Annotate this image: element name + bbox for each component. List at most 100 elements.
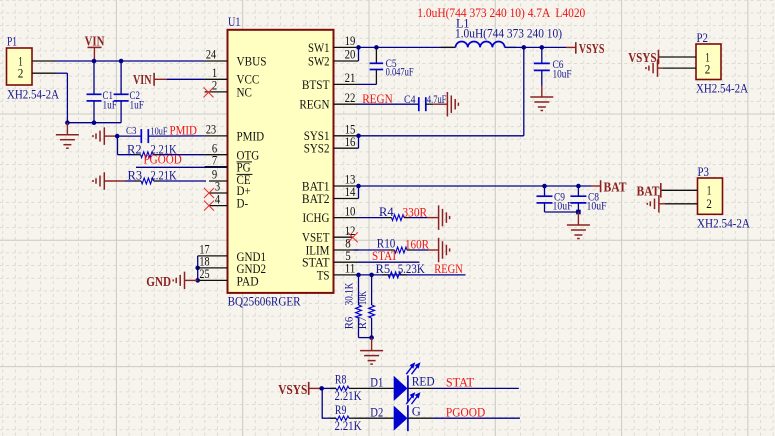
svg-text:SYS1: SYS1: [304, 128, 330, 143]
svg-text:REGN: REGN: [362, 91, 393, 106]
svg-text:10: 10: [345, 204, 356, 218]
svg-text:22: 22: [345, 91, 356, 105]
svg-text:330R: 330R: [403, 206, 428, 220]
svg-text:BAT2: BAT2: [302, 191, 330, 206]
svg-text:GND1: GND1: [237, 249, 267, 264]
svg-text:160R: 160R: [405, 238, 430, 252]
svg-text:C2: C2: [130, 90, 141, 102]
svg-text:R7: R7: [355, 317, 369, 330]
svg-text:R6: R6: [342, 317, 356, 330]
svg-text:SW2: SW2: [308, 53, 330, 68]
svg-text:12: 12: [345, 224, 356, 238]
svg-text:RED: RED: [412, 375, 435, 389]
svg-text:BQ25606RGER: BQ25606RGER: [228, 294, 301, 309]
svg-text:5: 5: [345, 249, 351, 263]
svg-text:U1: U1: [228, 14, 240, 29]
svg-text:1: 1: [212, 66, 217, 80]
svg-text:TS: TS: [317, 267, 330, 282]
svg-text:VSYS: VSYS: [579, 41, 605, 56]
svg-text:STAT: STAT: [446, 375, 474, 390]
svg-text:C8: C8: [588, 191, 599, 203]
svg-text:R4: R4: [379, 205, 394, 219]
svg-text:10uF: 10uF: [587, 200, 607, 212]
svg-text:2.21K: 2.21K: [335, 389, 362, 403]
svg-text:2: 2: [18, 67, 24, 81]
svg-text:C3: C3: [126, 125, 137, 137]
svg-text:17: 17: [199, 243, 209, 257]
svg-text:C4: C4: [404, 92, 416, 106]
svg-text:2.21K: 2.21K: [335, 419, 362, 433]
svg-text:24: 24: [206, 48, 217, 62]
svg-text:OTG: OTG: [237, 147, 260, 162]
svg-text:18: 18: [199, 255, 209, 269]
svg-text:16: 16: [345, 135, 356, 149]
svg-text:C1: C1: [103, 90, 114, 102]
svg-text:XH2.54-2A: XH2.54-2A: [696, 81, 749, 96]
svg-text:2.21K: 2.21K: [151, 168, 177, 182]
svg-text:15: 15: [345, 123, 356, 137]
svg-text:VBUS: VBUS: [237, 53, 267, 68]
svg-text:PMID: PMID: [237, 128, 265, 143]
svg-text:VSYS: VSYS: [628, 50, 656, 65]
svg-text:NC: NC: [237, 84, 252, 99]
svg-text:XH2.54-2A: XH2.54-2A: [697, 215, 751, 230]
svg-text:SYS2: SYS2: [304, 141, 330, 156]
svg-text:GND: GND: [146, 274, 171, 289]
svg-text:1uF: 1uF: [130, 100, 145, 112]
svg-text:PG: PG: [237, 159, 251, 174]
svg-text:6: 6: [212, 141, 217, 155]
svg-text:11: 11: [345, 262, 356, 276]
svg-text:C9: C9: [554, 191, 565, 203]
svg-text:C5: C5: [386, 58, 397, 70]
svg-text:2: 2: [706, 197, 712, 211]
svg-text:1.0uH(744 373 240 10): 1.0uH(744 373 240 10): [455, 27, 562, 41]
svg-text:10uF: 10uF: [553, 69, 572, 81]
svg-text:REGN: REGN: [299, 97, 330, 112]
svg-text:R8: R8: [335, 372, 347, 386]
svg-text:10uF: 10uF: [553, 200, 573, 212]
svg-text:2: 2: [212, 79, 217, 93]
svg-text:23: 23: [206, 123, 216, 137]
svg-text:SW1: SW1: [308, 40, 330, 55]
svg-text:14: 14: [345, 185, 356, 199]
svg-text:8: 8: [345, 237, 351, 251]
svg-text:PGOOD: PGOOD: [446, 405, 485, 420]
svg-text:1: 1: [707, 184, 712, 198]
svg-text:1: 1: [705, 50, 710, 64]
svg-text:BTST: BTST: [302, 77, 330, 92]
svg-text:5.23K: 5.23K: [398, 262, 425, 276]
svg-text:VIN: VIN: [133, 72, 152, 87]
svg-text:21: 21: [345, 71, 356, 85]
svg-text:10K: 10K: [357, 291, 369, 305]
svg-text:10uF: 10uF: [151, 126, 168, 138]
svg-text:ICHG: ICHG: [303, 210, 330, 225]
svg-text:PAD: PAD: [237, 274, 259, 289]
svg-text:2.21K: 2.21K: [151, 142, 177, 156]
svg-text:3: 3: [215, 180, 220, 194]
svg-text:VSET: VSET: [302, 230, 330, 245]
svg-text:9: 9: [212, 168, 217, 182]
svg-text:BAT: BAT: [637, 184, 660, 199]
svg-text:CE: CE: [237, 172, 251, 187]
svg-text:4.7uF: 4.7uF: [427, 92, 447, 106]
svg-text:ILIM: ILIM: [306, 242, 330, 257]
svg-text:13: 13: [345, 173, 356, 187]
svg-text:PMID: PMID: [170, 122, 198, 137]
svg-text:D+: D+: [237, 183, 251, 198]
svg-text:0.047uF: 0.047uF: [386, 67, 414, 79]
svg-text:BAT: BAT: [604, 180, 627, 195]
svg-text:PGOOD: PGOOD: [144, 152, 182, 167]
svg-text:STAT: STAT: [372, 248, 398, 263]
svg-text:R5: R5: [376, 262, 391, 276]
svg-text:XH2.54-2A: XH2.54-2A: [7, 87, 60, 102]
svg-text:R3: R3: [128, 168, 143, 182]
svg-text:VIN: VIN: [85, 33, 105, 48]
svg-text:1: 1: [18, 54, 23, 68]
svg-text:30.1K: 30.1K: [344, 282, 356, 305]
svg-text:P2: P2: [697, 30, 709, 45]
svg-text:C6: C6: [553, 59, 564, 71]
svg-text:1.0uH(744 373 240 10) 4.7A L4: 1.0uH(744 373 240 10) 4.7A L4020: [417, 6, 585, 20]
svg-text:R9: R9: [335, 403, 347, 417]
svg-text:25: 25: [199, 267, 209, 281]
svg-text:G: G: [412, 405, 421, 419]
